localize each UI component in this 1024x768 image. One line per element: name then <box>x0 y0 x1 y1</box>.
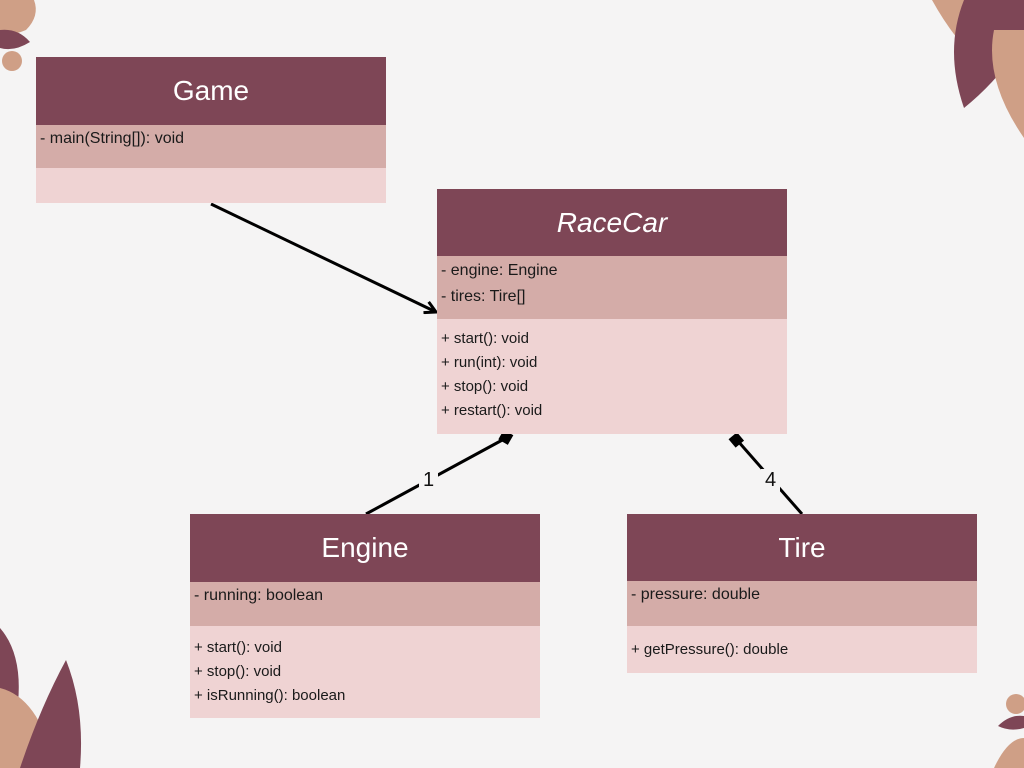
top-left-leaf-decoration <box>0 0 36 71</box>
attributes-section: - pressure: double <box>627 581 977 626</box>
methods-section <box>36 168 386 203</box>
game-to-racecar-association-arrow <box>210 202 436 312</box>
top-right-leaf-decoration <box>932 0 1024 138</box>
method: + start(): void <box>441 330 529 347</box>
methods-section: + start(): void + run(int): void + stop(… <box>437 319 787 434</box>
engine-class-box: Engine - running: boolean + start(): voi… <box>190 514 540 718</box>
tire-multiplicity-label: 4 <box>761 469 781 492</box>
attribute: - tires: Tire[] <box>441 288 526 305</box>
attribute: - engine: Engine <box>441 262 558 279</box>
method: + restart(): void <box>441 402 543 419</box>
class-name: Engine <box>190 514 540 582</box>
class-name: Tire <box>627 514 977 581</box>
methods-section: + getPressure(): double <box>627 626 977 673</box>
tire-class-box: Tire - pressure: double + getPressure():… <box>627 514 977 673</box>
method: + stop(): void <box>441 378 529 395</box>
method: + stop(): void <box>194 663 282 680</box>
methods-section: + start(): void + stop(): void + isRunni… <box>190 626 540 718</box>
tire-composition-diamond <box>728 432 745 448</box>
game-class-box: Game - main(String[]): void <box>36 57 386 203</box>
bottom-right-leaf-decoration <box>994 694 1024 768</box>
attribute: - running: boolean <box>194 587 323 604</box>
method: + start(): void <box>194 639 282 656</box>
attributes-section: - running: boolean <box>190 582 540 626</box>
method: + run(int): void <box>441 354 538 371</box>
attributes-section: - main(String[]): void <box>36 125 386 168</box>
class-name: RaceCar <box>437 189 787 256</box>
class-name: Game <box>36 57 386 125</box>
attribute: - pressure: double <box>631 586 760 603</box>
engine-multiplicity-label: 1 <box>419 469 439 492</box>
racecar-class-box: RaceCar - engine: Engine - tires: Tire[]… <box>437 189 787 434</box>
attributes-section: - engine: Engine - tires: Tire[] <box>437 256 787 319</box>
method: + isRunning(): boolean <box>194 687 346 704</box>
method: + getPressure(): double <box>631 641 789 658</box>
attribute: - main(String[]): void <box>40 130 185 147</box>
bottom-left-leaf-decoration <box>0 628 82 768</box>
